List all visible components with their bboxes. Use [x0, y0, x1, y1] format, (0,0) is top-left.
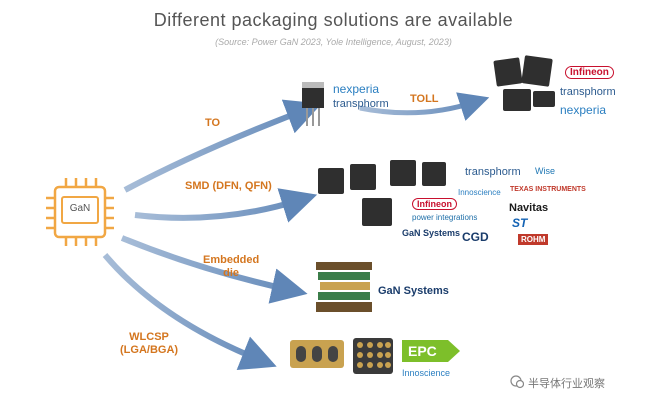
- st-logo: ST: [512, 216, 528, 230]
- embedded-die-image: [316, 262, 374, 314]
- gan-chip-icon: GaN: [40, 172, 120, 252]
- logo-cgd: CGD: [462, 230, 489, 244]
- wechat-icon: [510, 375, 525, 389]
- logo-rohm: ROHM: [518, 234, 549, 245]
- watermark-text: 半导体行业观察: [528, 377, 605, 390]
- logo-gan-systems-embedded: GaN Systems: [378, 285, 449, 297]
- logo-transphorm-to: transphorm: [333, 98, 389, 110]
- arrow-to: [123, 99, 322, 193]
- logo-infineon-smd: Infineon: [412, 198, 457, 210]
- smd-package-images: [318, 160, 448, 230]
- logo-transphorm-smd: transphorm: [465, 166, 521, 178]
- slide-title: Different packaging solutions are availa…: [153, 10, 514, 30]
- bga-package-image: [353, 338, 393, 374]
- lga-package-image: [290, 340, 344, 368]
- label-smd: SMD (DFN, QFN): [185, 180, 272, 192]
- logo-infineon-toll: Infineon: [565, 66, 614, 79]
- toll-package-image: [493, 55, 557, 117]
- arrow-smd: [134, 188, 318, 223]
- logo-wise: Wise: [535, 166, 555, 176]
- arrow-embedded: [120, 235, 308, 304]
- logo-texas-instruments: TEXAS INSTRUMENTS: [510, 186, 586, 193]
- label-toll: TOLL: [410, 93, 439, 105]
- logo-gan-systems-smd: GaN Systems: [402, 228, 461, 238]
- source-citation: (Source: Power GaN 2023, Yole Intelligen…: [215, 37, 452, 47]
- logo-nexperia-toll: nexperia: [560, 103, 607, 117]
- logo-epc: EPC: [408, 343, 437, 359]
- label-to: TO: [205, 117, 221, 129]
- label-embedded: Embedded die: [203, 254, 260, 279]
- arrow-toll: [359, 92, 490, 121]
- logo-innoscience-wlcsp: Innoscience: [402, 368, 451, 378]
- chip-label: GaN: [69, 203, 91, 214]
- logo-nexperia-to: nexperia: [333, 82, 380, 96]
- epc-logo: EPC: [402, 340, 460, 362]
- to-package-image: [298, 82, 328, 128]
- logo-transphorm-toll: transphorm: [560, 86, 616, 98]
- label-wlcsp: WLCSP (LGA/BGA): [120, 331, 179, 356]
- logo-innoscience-smd: Innoscience: [458, 188, 501, 197]
- arrow-wlcsp: [102, 253, 277, 371]
- logo-power-integrations: power integrations: [412, 213, 478, 222]
- logo-navitas: Navitas: [509, 202, 549, 214]
